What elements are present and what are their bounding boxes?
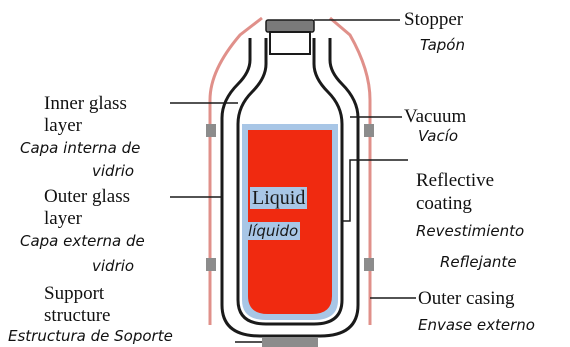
- outer-glass-label-line1: Outer glass: [44, 186, 131, 207]
- outer-glass-label-es-line1: Capa externa de: [20, 232, 145, 250]
- outer-glass-label-es-line2: vidrio: [92, 257, 135, 275]
- outer-casing: [208, 16, 372, 325]
- reflective-label-es-line1: Revestimiento: [416, 222, 525, 240]
- outer-glass-wall: [220, 38, 360, 338]
- support-block-left-top: [206, 124, 216, 137]
- support-block-left-bottom: [206, 258, 216, 271]
- stopper-plug: [269, 31, 311, 55]
- reflective-label-line1: Reflective: [416, 170, 495, 191]
- vacuum-label-es: Vacío: [418, 127, 459, 145]
- support-block-bottom: [262, 338, 318, 347]
- outer-casing-label-es: Envase externo: [418, 316, 535, 334]
- liquid-label-es: líquido: [246, 222, 301, 240]
- stopper-label-es: Tapón: [420, 36, 465, 54]
- support-label-line1: Support: [44, 283, 105, 304]
- leader-reflective: [342, 159, 408, 222]
- vacuum-label: Vacuum: [404, 106, 467, 127]
- reflective-label-line2: coating: [416, 193, 472, 214]
- inner-glass-label-line2: layer: [44, 115, 82, 136]
- inner-glass-label-line1: Inner glass: [44, 93, 127, 114]
- reflective-label-es-line2: Reflejante: [440, 253, 517, 271]
- stopper-label: Stopper: [404, 9, 464, 30]
- inner-glass-label-es-line2: vidrio: [92, 162, 135, 180]
- stopper-cap: [265, 19, 315, 33]
- outer-glass-label-line2: layer: [44, 208, 82, 229]
- support-label-line2: structure: [44, 305, 111, 326]
- inner-glass-label-es-line1: Capa interna de: [20, 139, 141, 157]
- support-block-right-top: [364, 124, 374, 137]
- liquid-label: Liquid: [250, 187, 308, 209]
- support-block-right-bottom: [364, 258, 374, 271]
- outer-casing-label: Outer casing: [418, 288, 515, 309]
- support-label-es: Estructura de Soporte: [8, 327, 173, 345]
